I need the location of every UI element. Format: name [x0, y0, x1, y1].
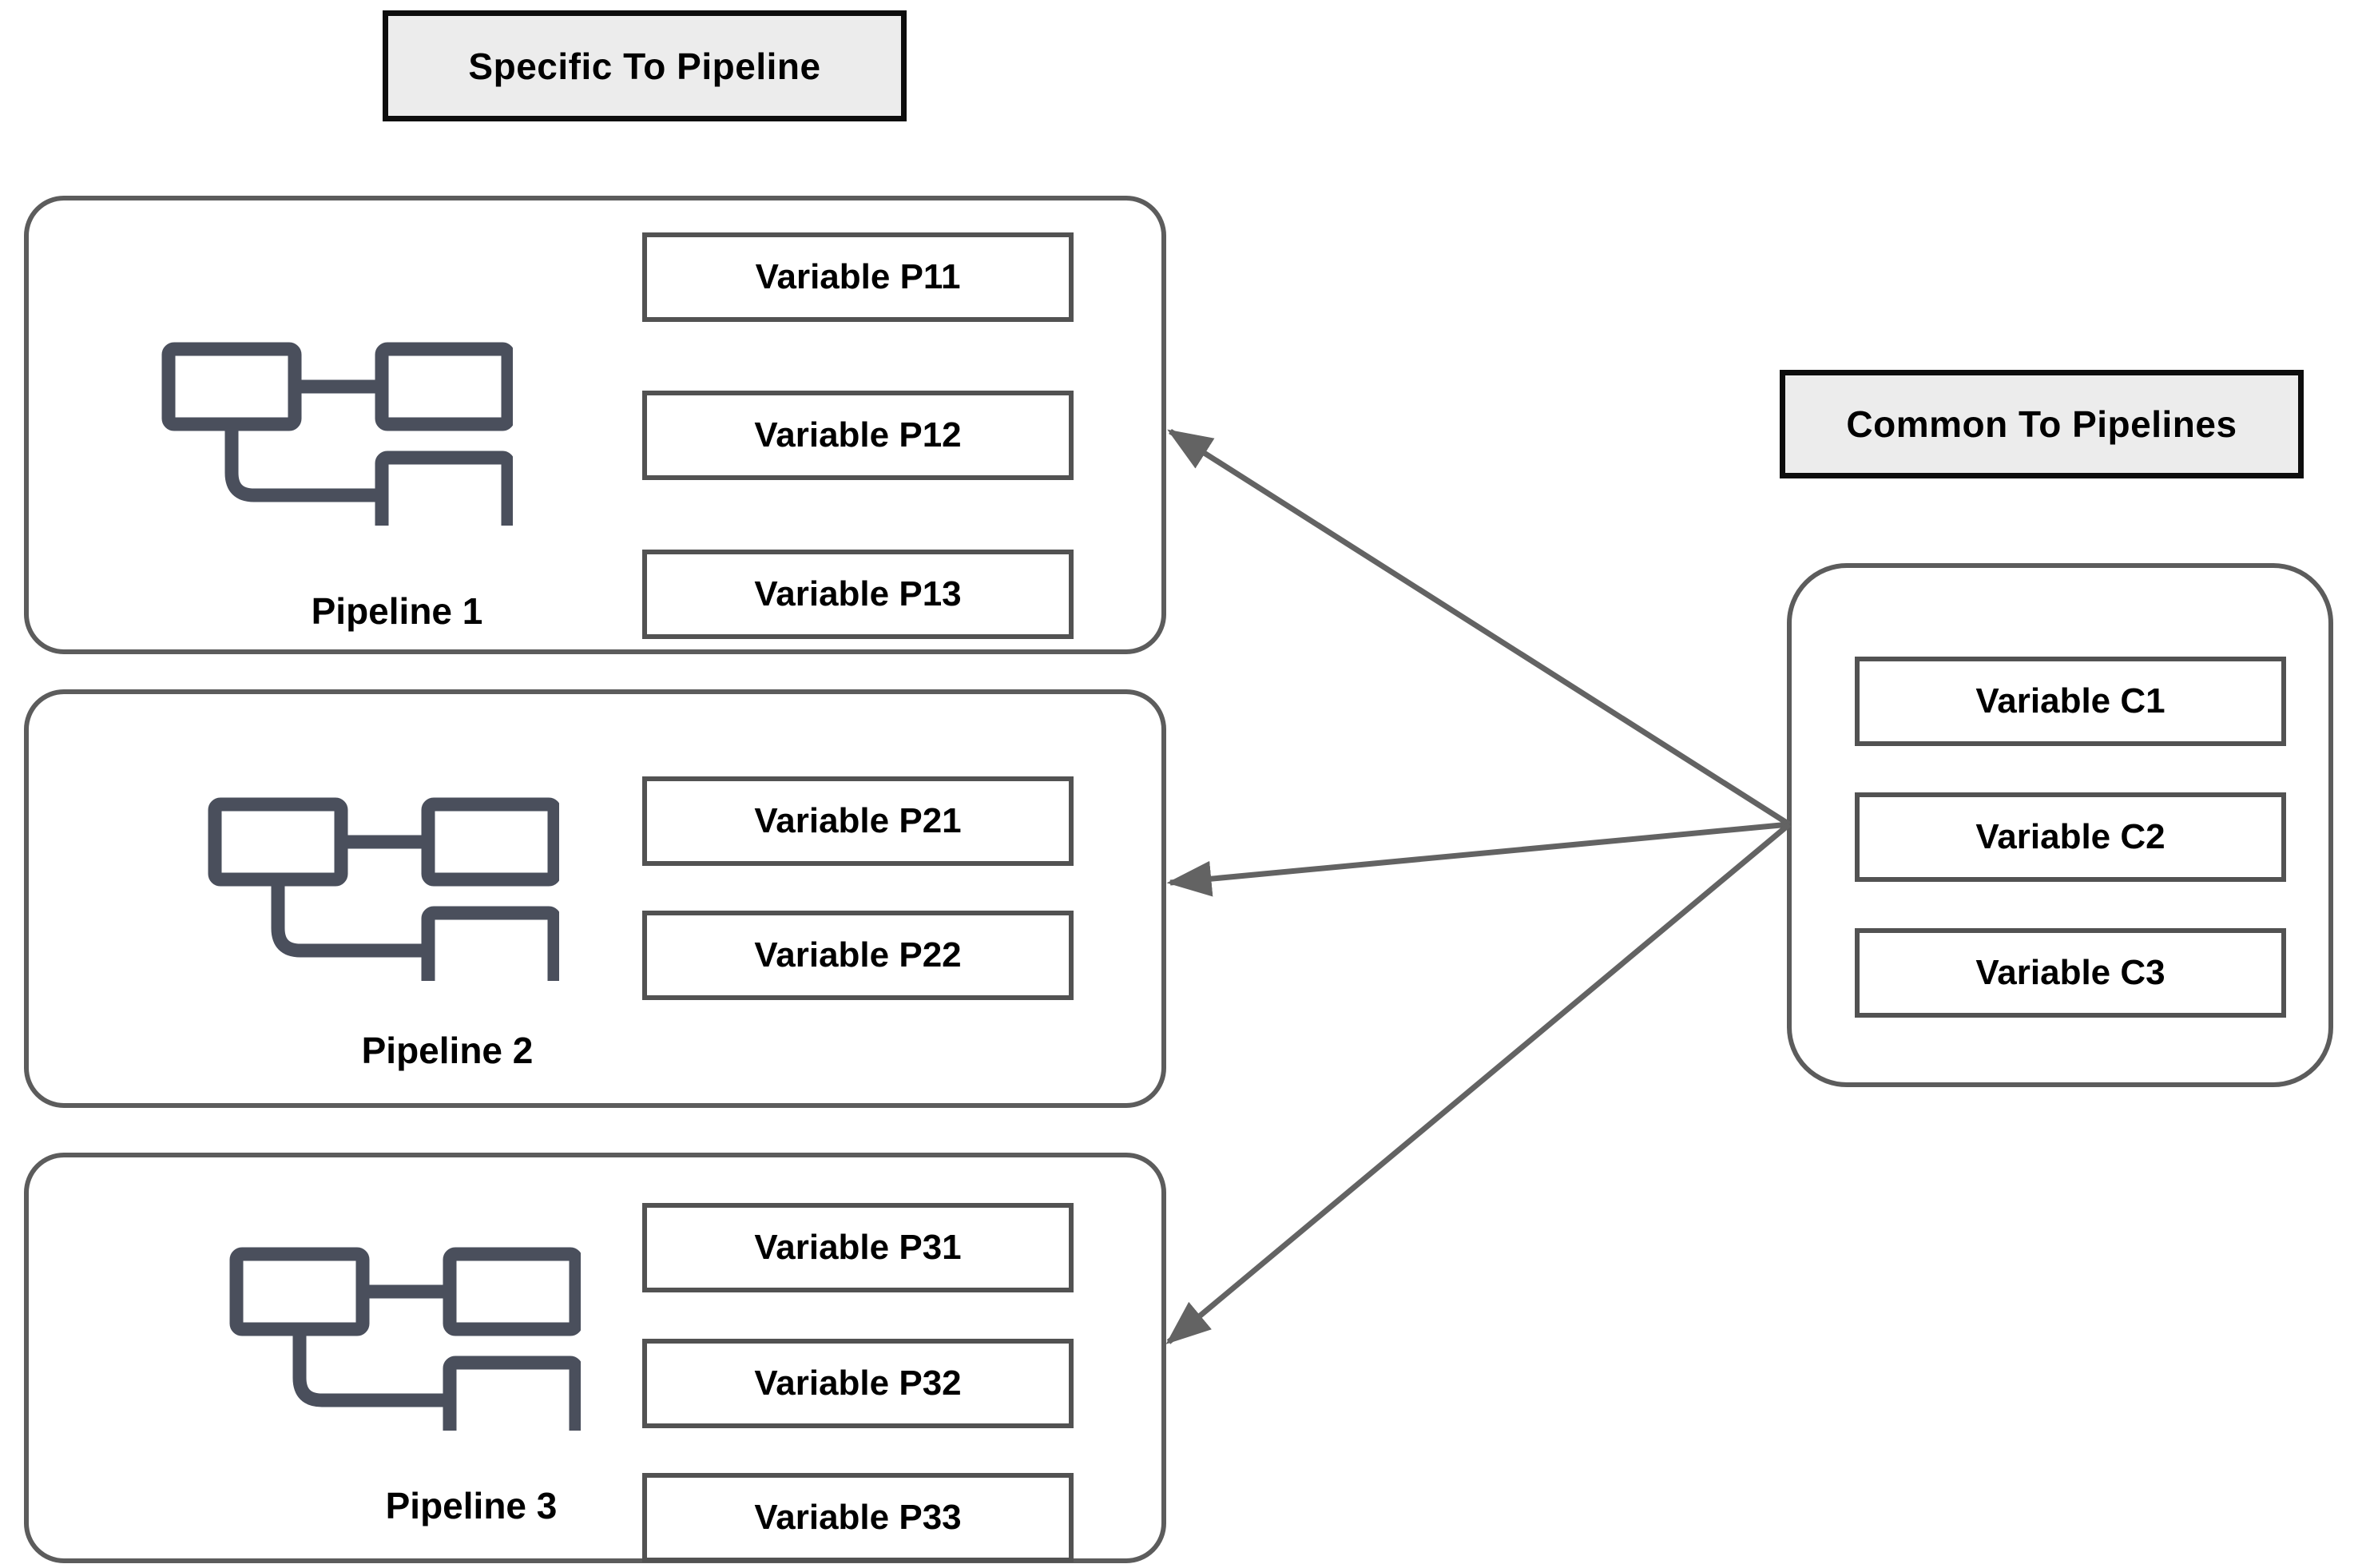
- common-variables-container: Variable C1 Variable C2 Variable C3: [1787, 563, 2333, 1087]
- pipeline-3-label: Pipeline 3: [385, 1485, 558, 1526]
- variable-box-p12: Variable P12: [642, 391, 1074, 480]
- variable-box-c1: Variable C1: [1855, 657, 2286, 746]
- pipeline-3-container: Pipeline 3 Variable P31 Variable P32 Var…: [24, 1153, 1166, 1563]
- pipeline-1-container: Pipeline 1 Variable P11 Variable P12 Var…: [24, 196, 1166, 654]
- pipeline-2-label: Pipeline 2: [361, 1030, 534, 1071]
- variable-box-p33: Variable P33: [642, 1473, 1074, 1562]
- variable-box-p21: Variable P21: [642, 776, 1074, 866]
- pipeline-1-label: Pipeline 1: [311, 590, 483, 632]
- variable-box-p32: Variable P32: [642, 1339, 1074, 1428]
- variable-box-c3: Variable C3: [1855, 928, 2286, 1018]
- common-to-pipelines-header: Common To Pipelines: [1780, 370, 2304, 478]
- flowchart-icon: [229, 1247, 581, 1431]
- arrow-common-to-pipeline-3: [1165, 822, 1792, 1344]
- variable-box-p11: Variable P11: [642, 232, 1074, 322]
- arrow-common-to-pipeline-1: [1167, 429, 1791, 827]
- variable-box-p22: Variable P22: [642, 911, 1074, 1000]
- pipeline-2-container: Pipeline 2 Variable P21 Variable P22: [24, 689, 1166, 1108]
- variable-box-p13: Variable P13: [642, 550, 1074, 639]
- arrow-common-to-pipeline-2: [1166, 821, 1790, 897]
- variable-box-p31: Variable P31: [642, 1203, 1074, 1292]
- variable-box-c2: Variable C2: [1855, 792, 2286, 882]
- flowchart-icon: [161, 342, 513, 526]
- specific-to-pipeline-header: Specific To Pipeline: [383, 10, 907, 121]
- flowchart-icon: [208, 797, 559, 981]
